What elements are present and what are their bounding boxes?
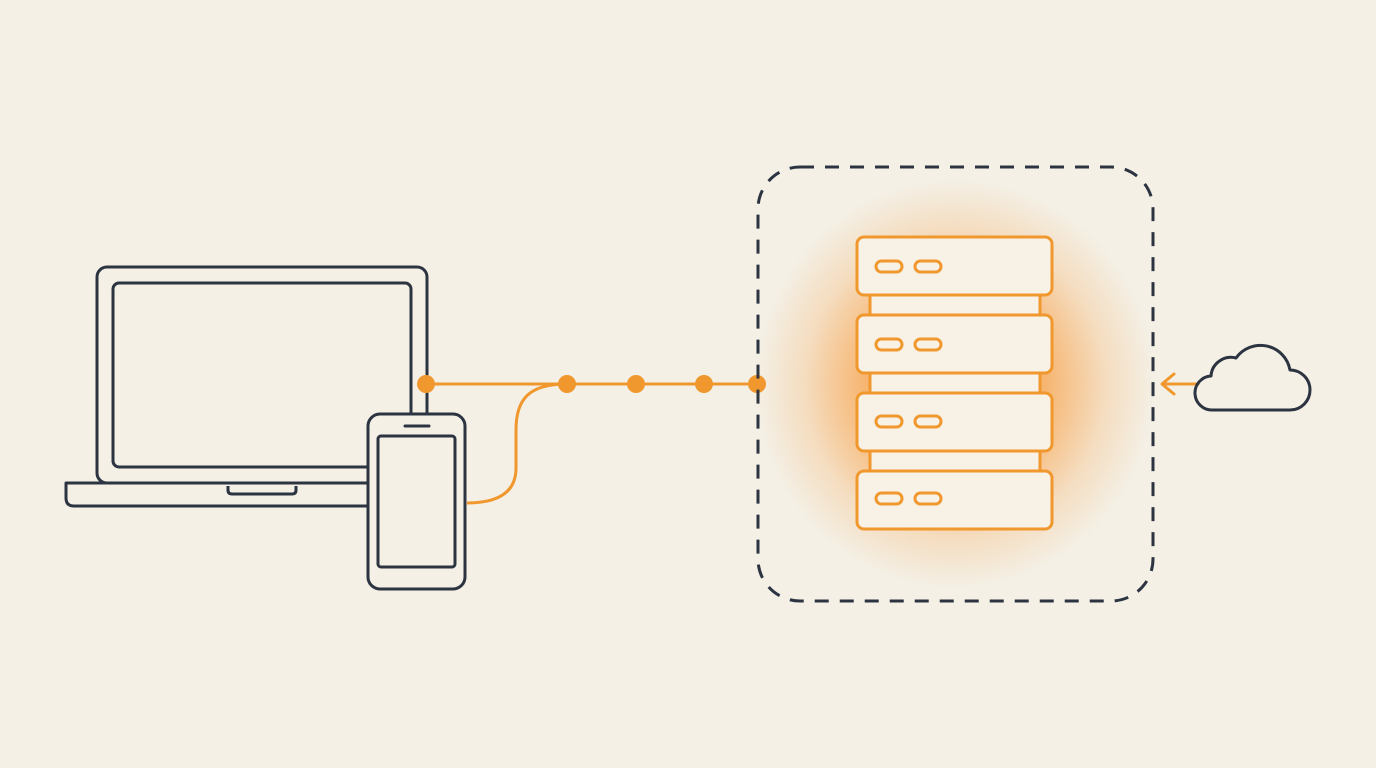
server-spacer-3 [868,449,1042,473]
node-3 [627,375,645,393]
server-stack-icon [855,235,1054,531]
phone-screen [376,434,457,569]
node-1 [417,375,435,393]
server-unit-2 [855,313,1054,375]
laptop-trackpad-notch [226,486,298,496]
laptop-screen [111,281,413,469]
connection-line [426,382,757,505]
server-unit-1 [855,235,1054,297]
server-unit-4 [855,469,1054,531]
smartphone-icon [366,412,467,591]
phone-link [466,382,568,505]
server-spacer-2 [868,371,1042,395]
server-unit-3 [855,391,1054,453]
cloud-icon [1193,343,1312,412]
node-2 [558,375,576,393]
server-spacer-1 [868,293,1042,317]
arrow-left-icon [1160,372,1200,396]
node-4 [695,375,713,393]
